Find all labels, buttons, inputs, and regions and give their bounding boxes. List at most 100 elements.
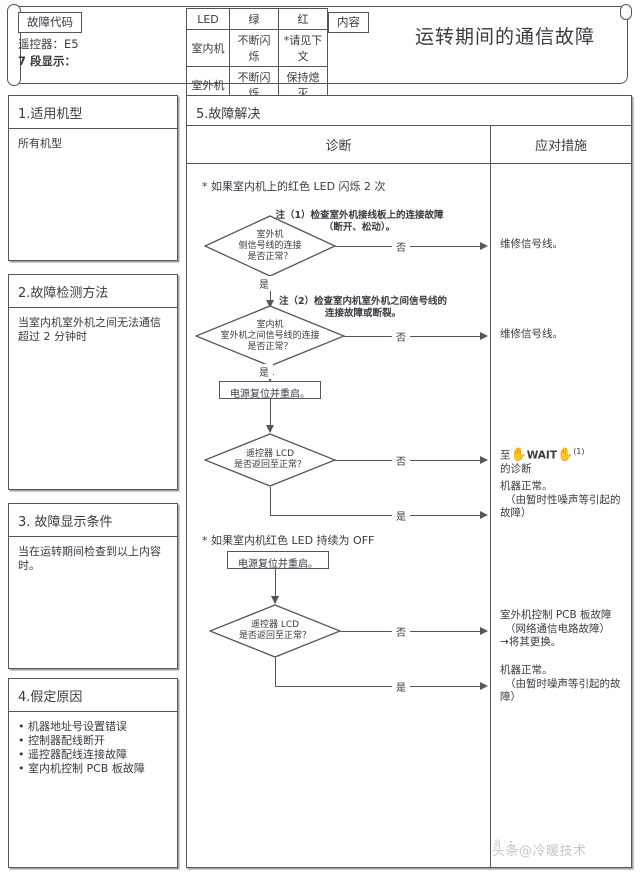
decision-line-2: 是否返回至正常？ [238, 631, 311, 641]
arrow-icon [270, 596, 279, 604]
list-item: 室内机控制 PCB 板故障 [18, 762, 168, 776]
panel-body: 当在运转期间检查到以上内容时。 [18, 545, 161, 572]
hand-icon: ✋ [510, 447, 527, 463]
arrow-icon [480, 681, 488, 690]
watermark-text: 头条@冷暖技术 [492, 844, 587, 859]
green-col-header: 绿 [229, 8, 279, 30]
page-title: 运转期间的通信故障 [414, 26, 595, 48]
branch-label-yes: 是 [392, 508, 410, 523]
decision-line-1: 遥控器 LCD [245, 449, 295, 459]
remote-controller-code: 遥控器：E5 [18, 37, 79, 51]
branch-label-no: 否 [392, 329, 410, 344]
process-power-reset-2: 电源复位并重启。 [227, 551, 329, 570]
column-header-action: 应对措施 [490, 126, 631, 164]
arrow-icon [480, 455, 488, 464]
decision-indoor-outdoor-signal-line: 室内机 室外机之间信号线的连接 是否正常？ [195, 305, 345, 367]
scroll-curl-left-icon [7, 4, 21, 86]
action-repair-signal-line-2: 维修信号线。 [500, 328, 563, 340]
branch-label-no: 否 [392, 239, 410, 254]
action-line-1: 室外机控制 PCB 板故障 [500, 609, 612, 621]
wait-note-number: (1) [573, 447, 585, 456]
scroll-curl-right-icon [620, 4, 632, 20]
note-1: 注（1）检查室外机接线板上的连接故障 （断开、松动）。 [275, 210, 444, 233]
action-line-2: （由暂时性噪声等引起的 [505, 493, 621, 506]
action-line-2: （由暂时噪声等引起的故 [505, 677, 621, 690]
note-2: 注（2）检查室内机室外机之间信号线的 连接故障或断裂。 [278, 296, 448, 319]
decision-line-2: 室外机之间信号线的连接 [220, 330, 320, 341]
column-divider [490, 164, 491, 867]
decision-line-1: 室内机 [256, 319, 284, 330]
action-line-3: 故障） [500, 507, 532, 519]
decision-outdoor-signal-line: 室外机 侧信号线的连接 是否正常？ [204, 215, 336, 277]
panel-troubleshooting: 5.故障解决 诊断 应对措施 * 如果室内机上的红色 LED 闪烁 2 次 注（… [186, 95, 632, 868]
panel-body: 机器地址号设置错误 控制器配线断开 遥控器配线连接故障 室内机控制 PCB 板故… [9, 712, 177, 784]
panel-applicable-models: 1.适用机型 所有机型 [8, 95, 178, 261]
action-repair-signal-line-1: 维修信号线。 [500, 238, 563, 250]
action-replace-outdoor-pcb: 室外机控制 PCB 板故障 （网络通信电路故障） →将其更换。 [500, 609, 628, 650]
arrow-icon [480, 331, 488, 340]
panel-title: 3. 故障显示条件 [9, 504, 177, 537]
fault-code-tag: 故障代码 [18, 12, 82, 33]
led-col-header: LED [186, 8, 230, 30]
branch-line-yes-3-v [270, 487, 271, 516]
arrow-icon [480, 510, 488, 519]
branch-label-yes: 是 [255, 276, 273, 291]
decision-remote-lcd-1: 遥控器 LCD 是否返回至正常？ [204, 433, 336, 487]
section2-heading: * 如果室内机红色 LED 持续为 OFF [202, 534, 375, 547]
action-machine-normal-2: 机器正常。 （由暂时噪声等引起的故 障） [500, 664, 628, 705]
branch-line-no-4 [340, 631, 480, 632]
branch-line-yes-3-h [270, 515, 480, 516]
connector-line-2 [275, 569, 276, 603]
action-line-2: 的诊断 [500, 463, 532, 475]
branch-line-no-2 [344, 336, 480, 337]
panel-title: 2.故障检测方法 [9, 275, 177, 308]
watermark-decoration: ✲ · • [494, 838, 514, 847]
section1-heading: * 如果室内机上的红色 LED 闪烁 2 次 [202, 180, 386, 193]
panel-body: 所有机型 [18, 137, 62, 150]
panel-title: 4.假定原因 [9, 679, 177, 712]
column-header-diagnosis: 诊断 [187, 126, 490, 164]
branch-label-no: 否 [392, 624, 410, 639]
panel-detection-method: 2.故障检测方法 当室内机室外机之间无法通信超过 2 分钟时 [8, 274, 178, 490]
decision-remote-lcd-2: 遥控器 LCD 是否返回至正常？ [209, 604, 341, 658]
indoor-red-value: *请见下文 [278, 29, 328, 67]
action-line-3: 障） [500, 691, 521, 703]
branch-label-no: 否 [392, 453, 410, 468]
panel-title: 1.适用机型 [9, 96, 177, 129]
wait-label: WAIT [526, 449, 557, 462]
arrow-icon [265, 425, 274, 433]
action-line-1: 机器正常。 [500, 664, 553, 676]
branch-line-yes-4-h [275, 686, 480, 687]
seven-segment-display-label: 7 段显示： [18, 54, 77, 68]
process-power-reset-1: 电源复位并重启。 [219, 381, 321, 400]
connector-line-1 [270, 399, 271, 432]
panel-presumed-causes: 4.假定原因 机器地址号设置错误 控制器配线断开 遥控器配线连接故障 室内机控制… [8, 678, 178, 868]
decision-line-1: 室外机 [256, 229, 284, 240]
panel-display-condition: 3. 故障显示条件 当在运转期间检查到以上内容时。 [8, 503, 178, 669]
table-header-row: LED 绿 红 [186, 8, 328, 30]
decision-line-3: 是否正常？ [247, 341, 293, 352]
decision-line-1: 遥控器 LCD [250, 620, 300, 630]
led-status-table: LED 绿 红 室内机 不断闪烁 *请见下文 室外机 不断闪烁 保持熄灭 [186, 8, 328, 104]
hand-icon: ✋ [557, 447, 574, 463]
action-line-2: （网络通信电路故障） [505, 622, 610, 635]
indoor-green-value: 不断闪烁 [229, 29, 279, 67]
panel-title: 5.故障解决 [187, 96, 631, 126]
action-machine-normal-1: 机器正常。 （由暂时性噪声等引起的 故障） [500, 480, 628, 521]
action-goto-wait-diagnosis: 至✋WAIT✋(1) 的诊断 [500, 445, 626, 477]
action-line-3: →将其更换。 [500, 636, 562, 648]
cause-list: 机器地址号设置错误 控制器配线断开 遥控器配线连接故障 室内机控制 PCB 板故… [18, 720, 168, 776]
content-tag: 内容 [328, 12, 369, 33]
arrow-icon [480, 241, 488, 250]
indoor-unit-label: 室内机 [186, 29, 230, 67]
red-col-header: 红 [278, 8, 328, 30]
list-item: 机器地址号设置错误 [18, 720, 168, 734]
table-row: 室内机 不断闪烁 *请见下文 [186, 29, 328, 67]
branch-line-yes-1 [270, 277, 271, 308]
action-prefix: 至 [500, 449, 511, 462]
list-item: 遥控器配线连接故障 [18, 748, 168, 762]
decision-line-2: 是否返回至正常？ [233, 460, 306, 470]
action-line-1: 机器正常。 [500, 480, 553, 492]
arrow-icon [480, 626, 488, 635]
